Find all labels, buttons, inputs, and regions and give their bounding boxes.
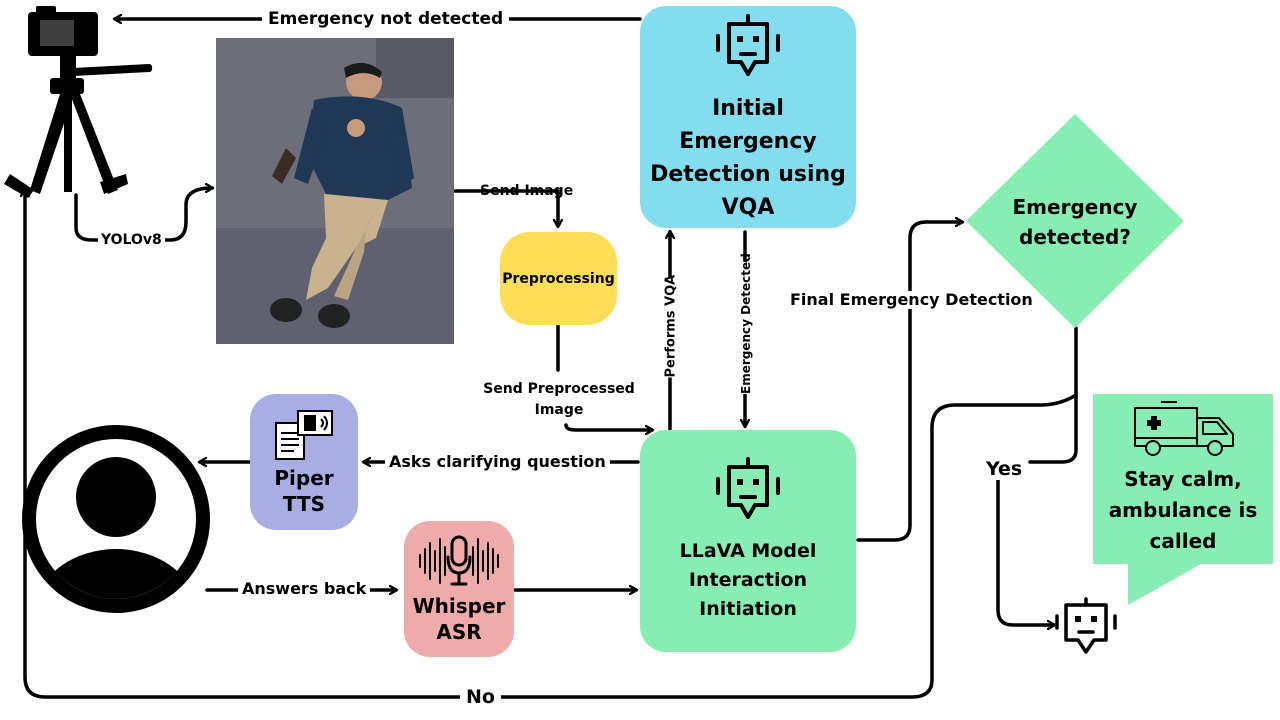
piper-label: Piper TTS — [274, 466, 334, 516]
edge-no — [25, 190, 1078, 699]
edge-label-performs-vqa: Performs VQA — [663, 274, 679, 378]
robot-icon — [1055, 597, 1117, 654]
microphone-waveform-icon — [419, 535, 499, 586]
llava-node: LLaVA Model Interaction Initiation — [640, 430, 856, 652]
person-photo — [216, 38, 454, 344]
edge-label-emergency-not-detected: Emergency not detected — [262, 10, 510, 28]
preprocessing-node: Preprocessing — [500, 232, 617, 325]
edge-label-no: No — [460, 686, 501, 708]
edge-yes-2 — [996, 473, 1054, 625]
decision-node: Emergency detected? — [966, 114, 1184, 328]
edge-send-preprocessed-2 — [564, 423, 652, 430]
edge-label-answers-back: Answers back — [238, 580, 371, 598]
decision-diamond-shape — [966, 114, 1184, 328]
edge-label-send-preprocessed: Send Preprocessed Image — [480, 379, 638, 421]
decision-label: Emergency detected? — [1012, 195, 1138, 249]
initial-detection-label: Initial Emergency Detection using VQA — [650, 96, 846, 220]
preprocessing-label: Preprocessing — [502, 270, 615, 287]
ambulance-icon — [1134, 401, 1234, 456]
whisper-node: Whisper ASR — [404, 521, 514, 657]
edge-send-image — [453, 189, 558, 226]
edge-final-detection — [856, 222, 962, 542]
tts-document-speaker-icon — [275, 410, 333, 460]
edge-label-send-image: Send Image — [480, 183, 574, 199]
speech-bubble-node: Stay calm, ambulance is called — [1093, 394, 1273, 606]
llava-label: LLaVA Model Interaction Initiation — [679, 539, 817, 620]
initial-detection-node: Initial Emergency Detection using VQA — [640, 6, 856, 228]
user-avatar-icon — [22, 425, 210, 613]
robot-icon — [716, 14, 780, 76]
speech-bubble-label: Stay calm, ambulance is called — [1108, 467, 1258, 553]
edge-label-asks-clarifying: Asks clarifying question — [385, 453, 610, 471]
whisper-label: Whisper ASR — [412, 594, 506, 644]
edge-label-yolo: YOLOv8 — [98, 231, 165, 249]
edge-label-emergency-detected: Emergency Detected — [739, 253, 753, 394]
edge-label-final-detection: Final Emergency Detection — [788, 290, 1035, 309]
edge-yes — [1028, 390, 1078, 464]
edge-label-yes: Yes — [982, 458, 1027, 480]
robot-icon — [716, 456, 780, 519]
camera-tripod-icon — [4, 6, 153, 198]
edge-yolo — [74, 188, 212, 242]
piper-node: Piper TTS — [250, 394, 358, 530]
